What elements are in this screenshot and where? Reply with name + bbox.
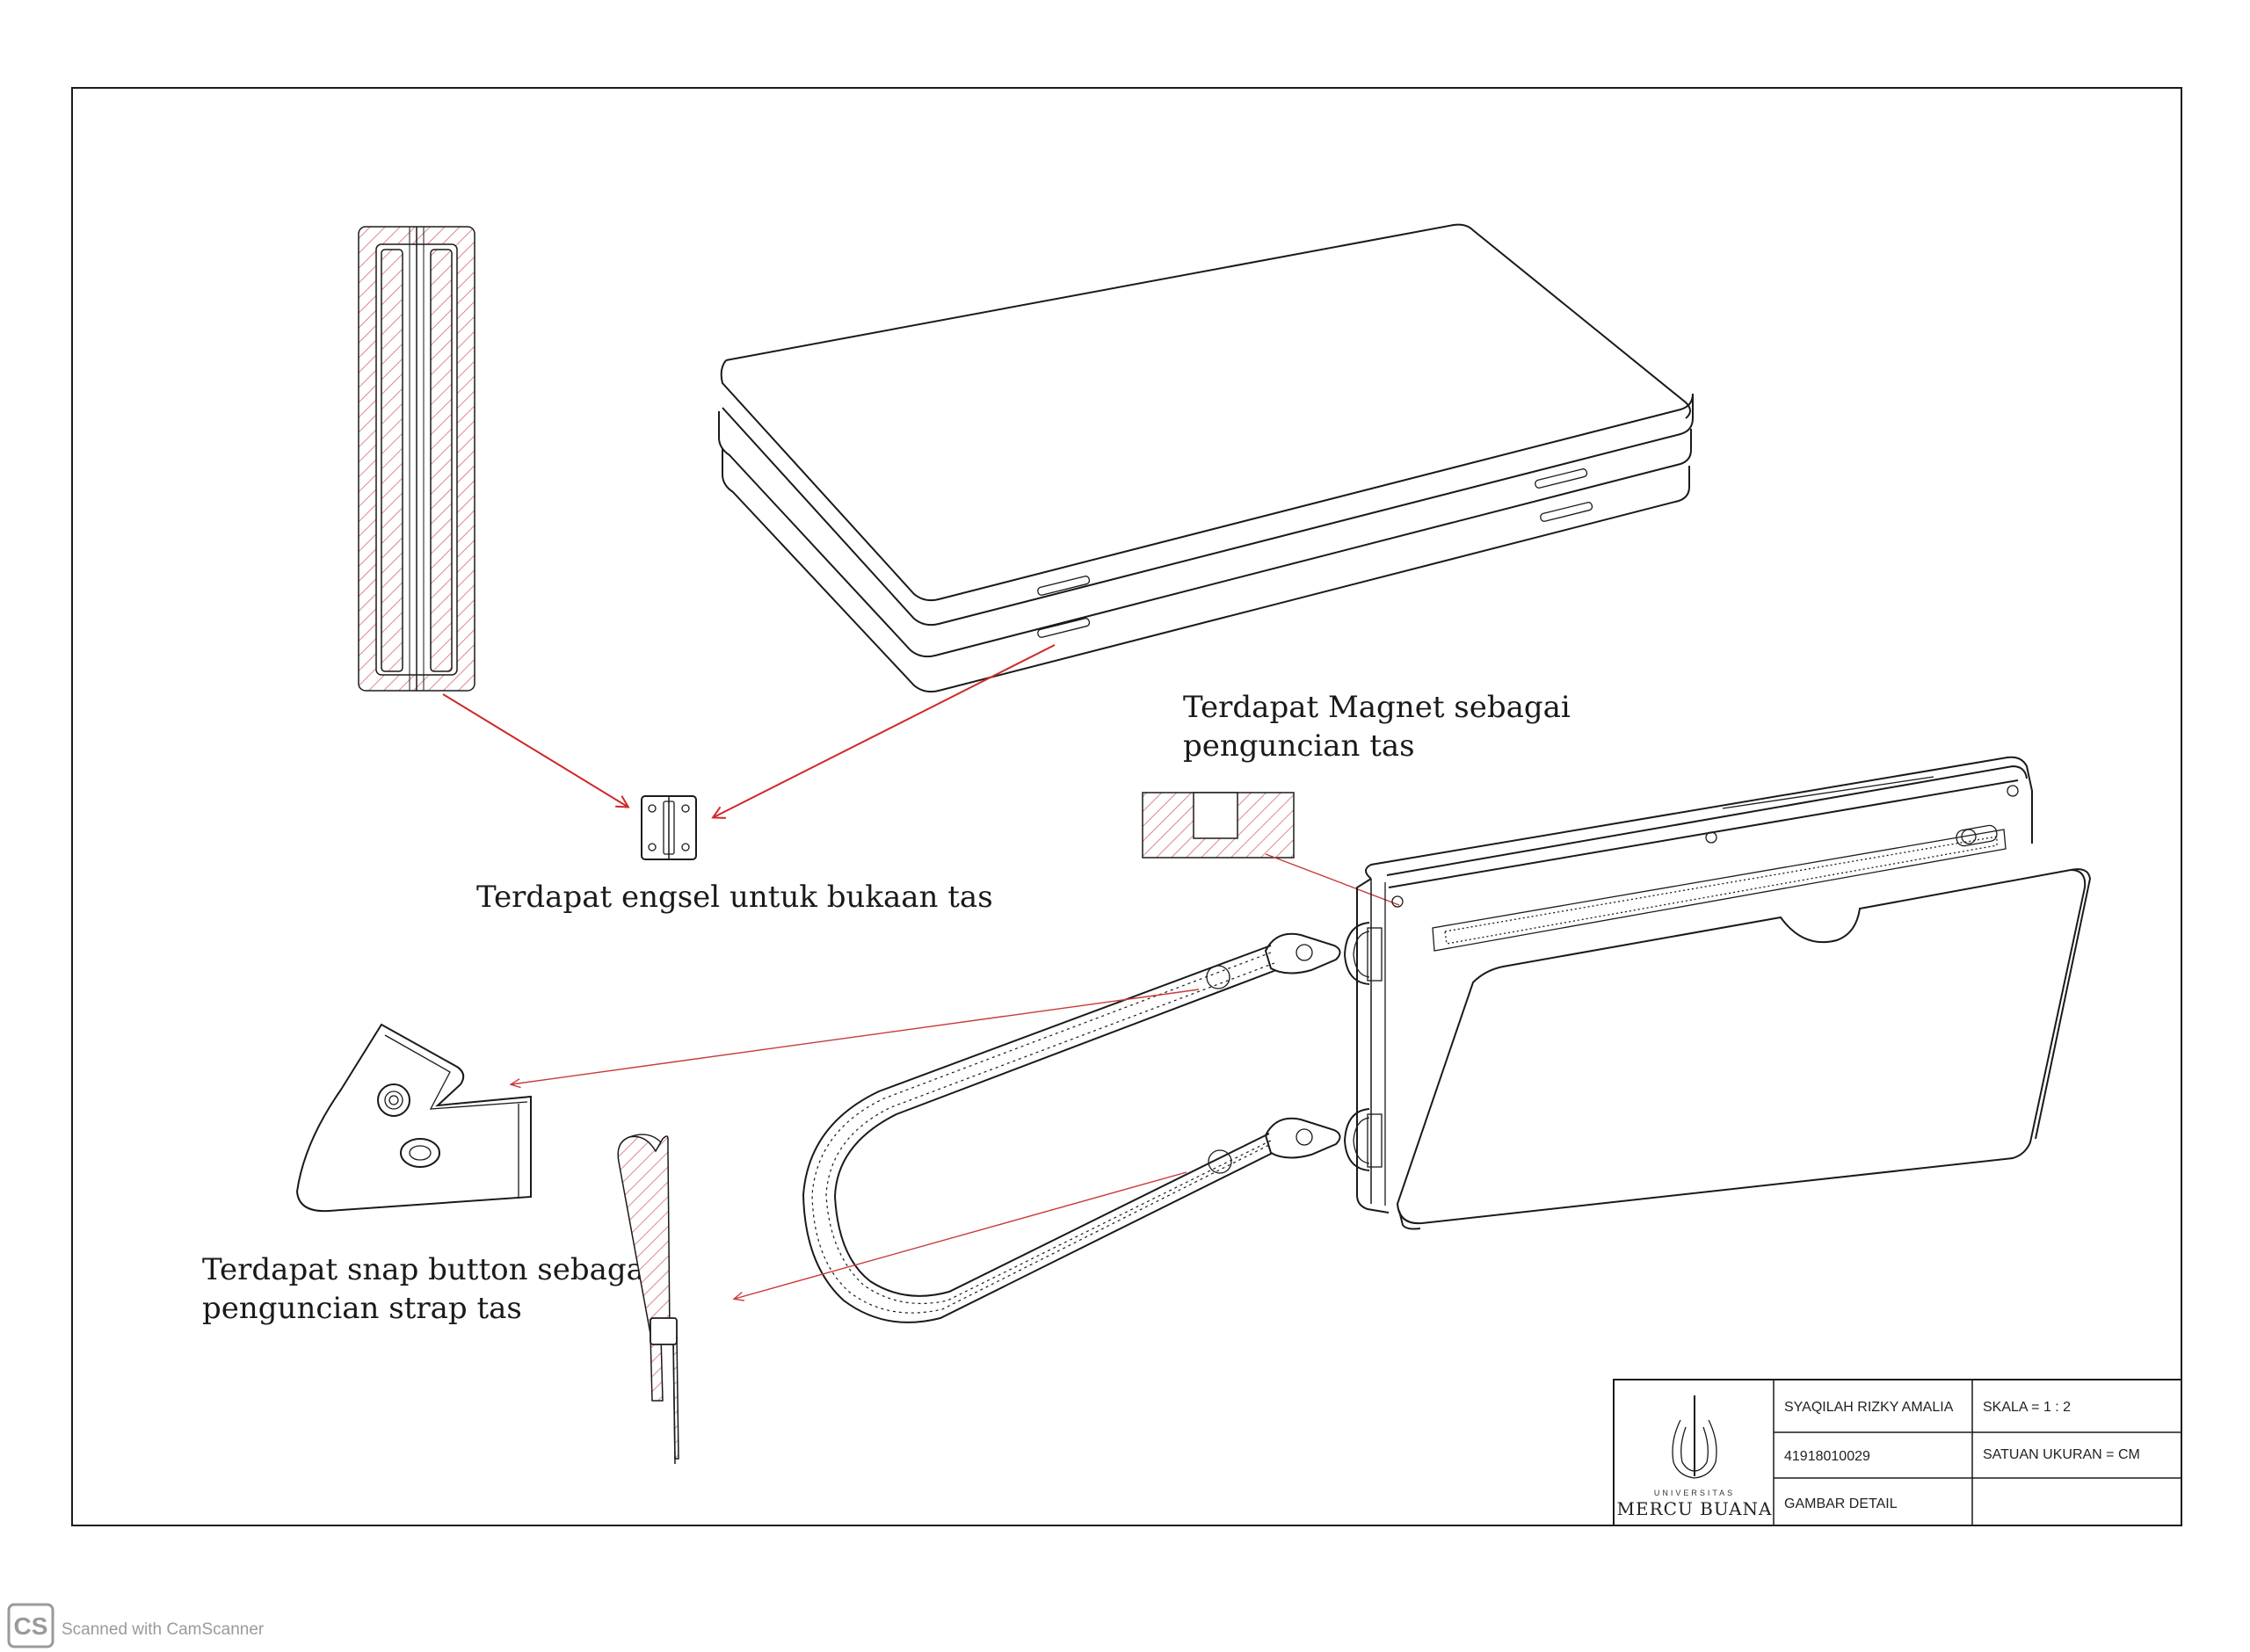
snap-callout-arrow xyxy=(509,989,1200,1089)
hinge-section-view xyxy=(358,226,475,692)
snap-annotation-line2: penguncian strap tas xyxy=(202,1291,522,1326)
hinge-annotation: Terdapat engsel untuk bukaan tas xyxy=(476,880,993,915)
clasp-top xyxy=(1264,932,1341,975)
student-id: 41918010029 xyxy=(1784,1449,1870,1464)
clasp-bottom xyxy=(1264,1117,1341,1159)
drawing-scale: SKALA = 1 : 2 xyxy=(1983,1400,2071,1415)
d-ring-top xyxy=(1343,922,1383,985)
strap-section-callout-arrow xyxy=(732,1171,1187,1301)
camscanner-watermark: CS Scanned with CamScanner xyxy=(7,1603,265,1648)
hinge-callout-arrow-left xyxy=(442,693,628,807)
camscanner-text: Scanned with CamScanner xyxy=(62,1620,265,1639)
camscanner-badge: CS xyxy=(14,1612,48,1640)
logo-line1: UNIVERSITAS xyxy=(1654,1489,1735,1497)
snap-button-icon xyxy=(295,1023,532,1213)
logo-line2: MERCU BUANA xyxy=(1617,1498,1773,1519)
camscanner-icon xyxy=(7,1603,54,1648)
open-bag-with-strap xyxy=(802,756,2092,1323)
d-ring-bottom xyxy=(1343,1108,1383,1171)
designer-name: SYAQILAH RIZKY AMALIA xyxy=(1784,1400,1954,1415)
snap-annotation-line1: Terdapat snap button sebagai xyxy=(202,1252,654,1287)
university-logo-icon xyxy=(1672,1395,1717,1479)
magnet-annotation-line2: penguncian tas xyxy=(1183,728,1415,764)
closed-bag-isometric xyxy=(718,223,1694,693)
hinge-icon xyxy=(641,795,697,860)
magnet-section-icon xyxy=(1142,792,1295,859)
title-block[interactable]: UNIVERSITAS MERCU BUANA SYAQILAH RIZKY A… xyxy=(1613,1379,2182,1526)
measurement-unit: SATUAN UKURAN = CM xyxy=(1983,1447,2140,1462)
strap xyxy=(802,945,1277,1323)
magnet-annotation-line1: Terdapat Magnet sebagai xyxy=(1183,690,1571,725)
hinge-callout-arrow-right xyxy=(714,644,1056,817)
magnet-callout-line xyxy=(1265,853,1400,906)
drawing-border xyxy=(71,87,2182,1526)
zipper xyxy=(1432,824,2007,952)
drawing-type: GAMBAR DETAIL xyxy=(1784,1496,1898,1511)
strap-section-icon xyxy=(617,1134,679,1465)
